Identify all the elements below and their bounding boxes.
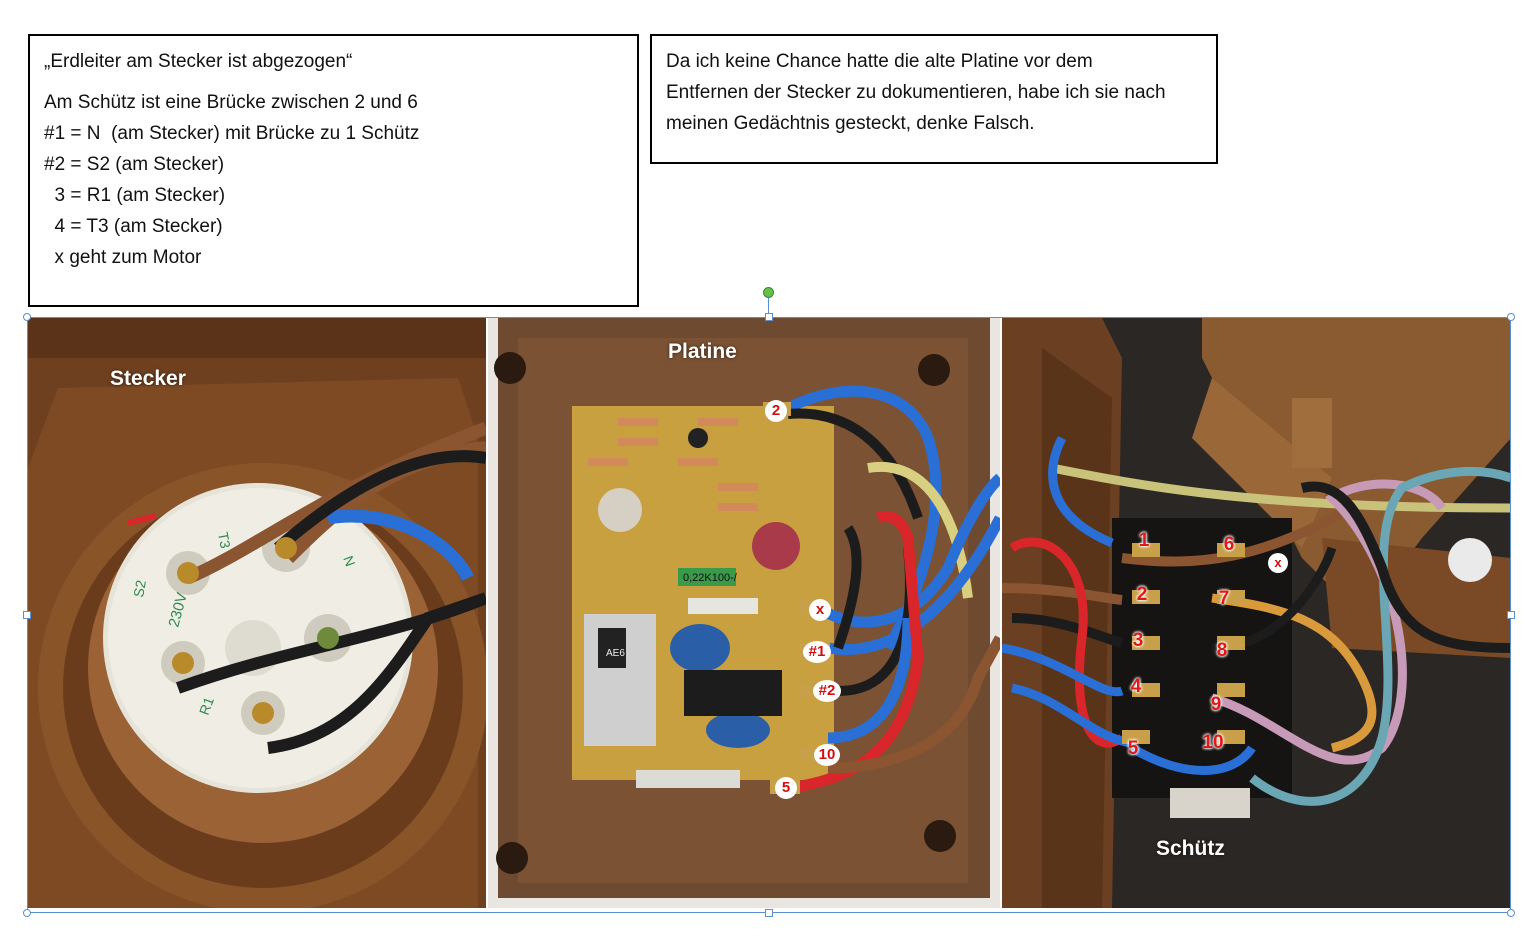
- marker-5: 5: [775, 777, 797, 799]
- schuetz-marker-3: 3: [1132, 630, 1144, 651]
- capacitor-label: 0,22K100-/: [683, 572, 738, 584]
- schuetz-marker-x: x: [1268, 553, 1288, 573]
- note-line-pin1: #1 = N (am Stecker) mit Brücke zu 1 Schü…: [44, 123, 420, 144]
- marker-2: 2: [765, 400, 787, 422]
- resize-handle-bottom-left[interactable]: [23, 909, 31, 917]
- platine-illustration: 0,22K100-/ AE6: [494, 318, 1000, 898]
- note-right-line3: meinen Gedächtnis gesteckt, denke Falsch…: [666, 113, 1035, 134]
- note-line-bridge: Am Schütz ist eine Brücke zwischen 2 und…: [44, 92, 418, 113]
- schuetz-marker-5: 5: [1127, 738, 1139, 759]
- socket-mark-r1: R1: [196, 695, 217, 717]
- photo-platine: 0,22K100-/ AE6 Platine 2 x #1 #2 10: [488, 318, 1000, 908]
- schuetz-marker-1: 1: [1138, 530, 1150, 551]
- resize-handle-bottom[interactable]: [765, 909, 773, 917]
- schuetz-marker-10: 10: [1202, 732, 1224, 753]
- image-selection-frame[interactable]: [27, 317, 1511, 913]
- note-right-line2: Entfernen der Stecker zu dokumentieren, …: [666, 82, 1166, 103]
- schuetz-marker-9: 9: [1210, 694, 1222, 715]
- rotation-handle-line: [768, 298, 769, 317]
- note-line-pin3: 3 = R1 (am Stecker): [44, 185, 226, 206]
- note-right-line1: Da ich keine Chance hatte die alte Plati…: [666, 51, 1093, 72]
- resize-handle-top-right[interactable]: [1507, 313, 1515, 321]
- regulator-label: AE6: [606, 648, 625, 659]
- schuetz-marker-8: 8: [1216, 640, 1228, 661]
- schuetz-marker-6: 6: [1223, 534, 1235, 555]
- marker-x: x: [809, 599, 831, 621]
- rotation-handle[interactable]: [763, 287, 774, 298]
- schuetz-marker-7: 7: [1218, 588, 1230, 609]
- marker-hash1: #1: [803, 641, 831, 663]
- stecker-illustration: T3 N S2 R1 230V: [28, 318, 486, 908]
- resize-handle-top[interactable]: [765, 313, 773, 321]
- photo-label-schuetz: Schütz: [1156, 837, 1225, 860]
- note-line-earth-wire: „Erdleiter am Stecker ist abgezogen“: [44, 51, 353, 72]
- note-line-pin4: 4 = T3 (am Stecker): [44, 216, 223, 237]
- resize-handle-top-left[interactable]: [23, 313, 31, 321]
- resize-handle-left[interactable]: [23, 611, 31, 619]
- schuetz-marker-4: 4: [1130, 676, 1142, 697]
- resize-handle-bottom-right[interactable]: [1507, 909, 1515, 917]
- marker-hash2: #2: [813, 680, 841, 702]
- socket-mark-t3: T3: [215, 531, 234, 550]
- resize-handle-right[interactable]: [1507, 611, 1515, 619]
- photo-stecker: T3 N S2 R1 230V Stecker: [28, 318, 486, 908]
- schuetz-marker-2: 2: [1136, 584, 1148, 605]
- note-box-right[interactable]: Da ich keine Chance hatte die alte Plati…: [650, 34, 1218, 164]
- socket-mark-s2: S2: [130, 579, 149, 599]
- photo-schuetz: 1 6 x 2 7 3 8 4 9 5 10 Schütz: [1002, 318, 1511, 908]
- note-line-pin2: #2 = S2 (am Stecker): [44, 154, 225, 175]
- note-line-motor: x geht zum Motor: [44, 247, 202, 268]
- schuetz-illustration: [1002, 318, 1511, 908]
- photo-label-stecker: Stecker: [110, 367, 186, 390]
- note-box-left[interactable]: „Erdleiter am Stecker ist abgezogen“ Am …: [28, 34, 639, 307]
- marker-10: 10: [814, 744, 840, 766]
- photo-label-platine: Platine: [668, 340, 737, 363]
